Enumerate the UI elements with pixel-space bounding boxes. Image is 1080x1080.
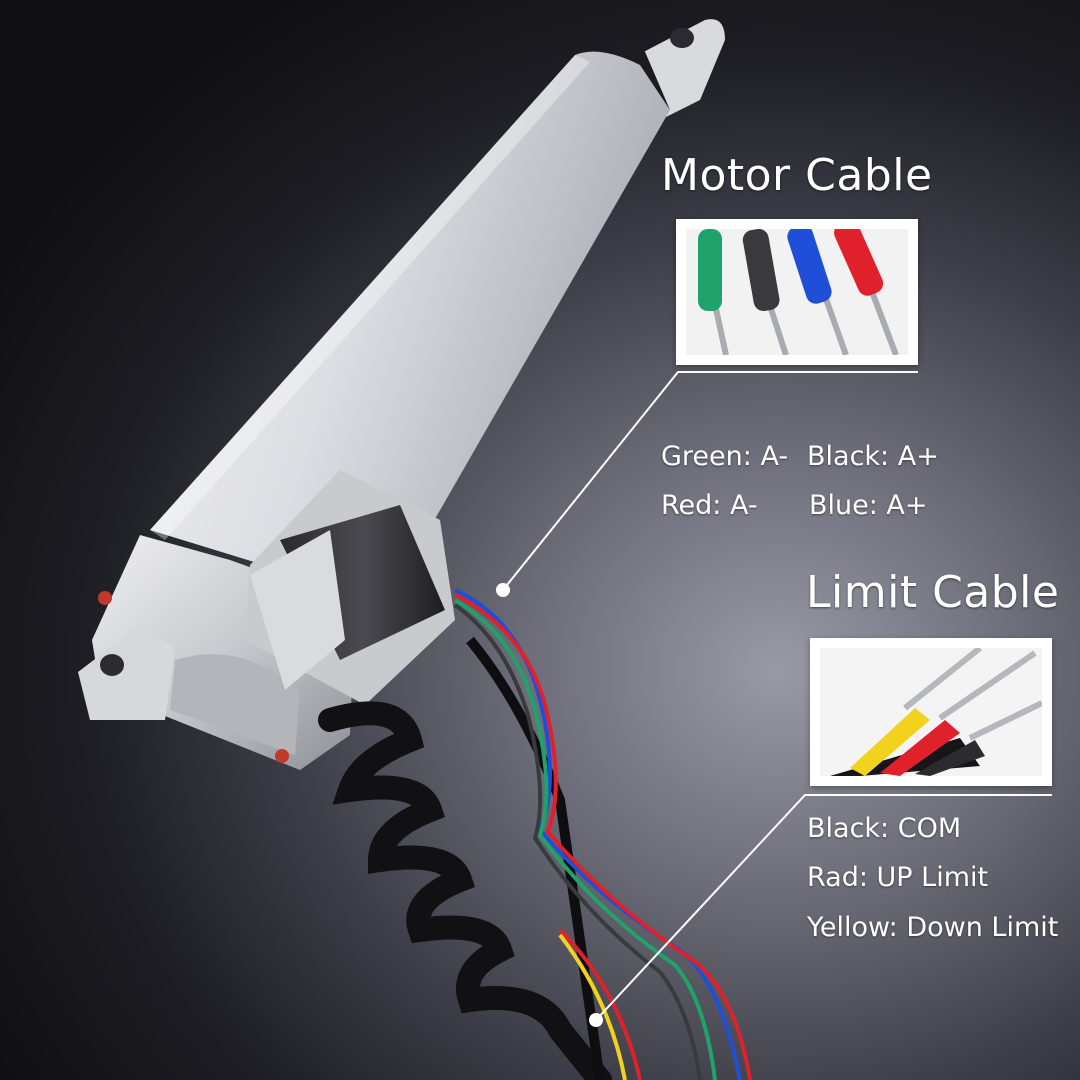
limit-wires [558, 928, 642, 1080]
black-limit-wire [915, 740, 985, 776]
green-wire [698, 229, 722, 311]
motor-wire-label-blue: Blue: A+ [809, 490, 928, 521]
motor-callout-dot [496, 583, 510, 597]
limit-cable-title: Limit Cable [806, 567, 1060, 618]
motor-cable-swatch [676, 219, 918, 365]
actuator-tube [150, 51, 670, 590]
limit-callout-dot [589, 1013, 603, 1027]
stepper-motor [245, 470, 455, 705]
motor-wire-label-green: Green: A- [661, 441, 789, 472]
limit-wire-label-yellow: Yellow: Down Limit [807, 912, 1059, 943]
limit-wire-closeup [820, 648, 1042, 776]
motor-wires [453, 588, 752, 1080]
red-limit-wire [880, 720, 960, 776]
limit-wire-label-black: Black: COM [807, 813, 962, 844]
coiled-cable [318, 701, 612, 1080]
motor-wire-label-red: Red: A- [661, 490, 758, 521]
callout-lines [502, 371, 1052, 1021]
blue-wire [787, 229, 832, 304]
limit-wire-label-red: Rad: UP Limit [807, 862, 989, 893]
limit-cable-swatch [810, 638, 1052, 786]
motor-cable-title: Motor Cable [661, 150, 933, 201]
black-wire [742, 229, 780, 312]
red-wire [834, 229, 884, 296]
motor-wire-label-black: Black: A+ [807, 441, 939, 472]
yellow-wire [850, 708, 930, 776]
motor-wire-closeup [686, 229, 908, 355]
